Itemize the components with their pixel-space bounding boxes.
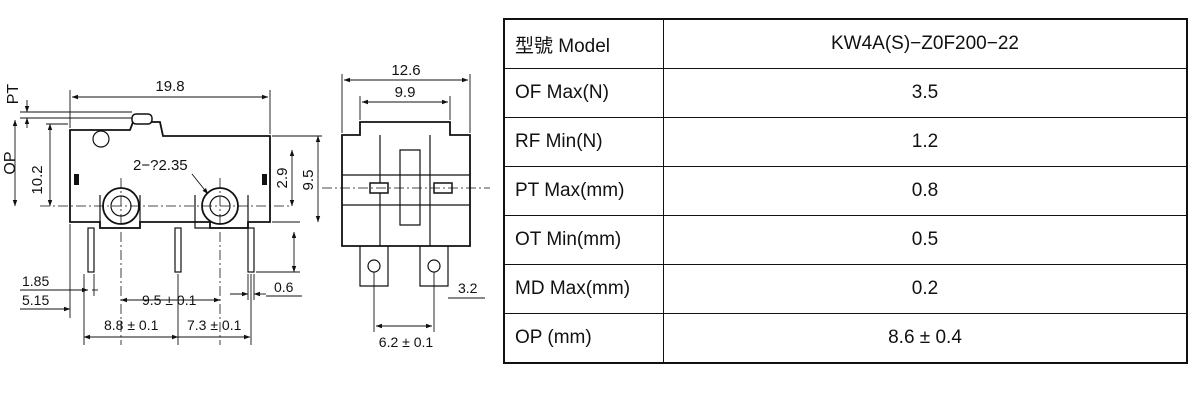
terminal-middle bbox=[174, 227, 182, 273]
row-label-op: OP (mm) bbox=[503, 313, 664, 364]
end-terminal-right-hole bbox=[427, 259, 441, 273]
label-end-width: 12.6 bbox=[391, 62, 420, 79]
label-9-5: 9.5 bbox=[300, 170, 317, 191]
table-row: 型號 Model KW4A(S)−Z0F200−22 bbox=[503, 18, 1188, 69]
label-holes: 2−?2.35 bbox=[133, 157, 188, 174]
end-body-outline bbox=[341, 121, 471, 247]
mount-block-right bbox=[194, 195, 249, 229]
row-label-md-max: MD Max(mm) bbox=[503, 264, 664, 314]
top-hole bbox=[92, 130, 110, 148]
label-0-6: 0.6 bbox=[274, 279, 294, 295]
row-label-of-max: OF Max(N) bbox=[503, 68, 664, 118]
label-end-inner: 9.9 bbox=[395, 84, 416, 101]
row-value-of-max: 3.5 bbox=[663, 68, 1188, 118]
row-value-pt-max: 0.8 bbox=[663, 166, 1188, 216]
table-row: RF Min(N) 1.2 bbox=[503, 117, 1188, 167]
actuator-button bbox=[131, 113, 153, 125]
end-terminal-left-hole bbox=[367, 259, 381, 273]
spec-table: 型號 Model KW4A(S)−Z0F200−22 OF Max(N) 3.5… bbox=[503, 18, 1188, 364]
label-3-2: 3.2 bbox=[458, 280, 478, 296]
mount-block-left bbox=[99, 195, 141, 229]
row-value-model: KW4A(S)−Z0F200−22 bbox=[663, 18, 1188, 69]
table-row: MD Max(mm) 0.2 bbox=[503, 264, 1188, 314]
table-row: OP (mm) 8.6 ± 0.4 bbox=[503, 313, 1188, 364]
table-row: OT Min(mm) 0.5 bbox=[503, 215, 1188, 265]
side-tab-left bbox=[74, 174, 79, 185]
label-pt: PT bbox=[5, 84, 22, 105]
side-tab-right bbox=[262, 174, 267, 185]
row-label-pt-max: PT Max(mm) bbox=[503, 166, 664, 216]
row-value-ot-min: 0.5 bbox=[663, 215, 1188, 265]
row-label-ot-min: OT Min(mm) bbox=[503, 215, 664, 265]
table-row: OF Max(N) 3.5 bbox=[503, 68, 1188, 118]
terminal-left bbox=[87, 227, 95, 273]
row-label-model: 型號 Model bbox=[503, 18, 664, 69]
end-view: 12.6 9.9 3.2 6.2 ± 0.1 bbox=[322, 62, 490, 350]
label-end-pitch: 6.2 ± 0.1 bbox=[379, 334, 434, 350]
label-7-3: 7.3 ± 0.1 bbox=[187, 317, 242, 333]
technical-drawing: 19.8 PT OP 10.2 2−?2.35 2.9 9.5 1.85 5.1… bbox=[2, 62, 490, 350]
label-pitch: 9.5 ± 0.1 bbox=[142, 292, 197, 308]
label-height: 10.2 bbox=[29, 165, 46, 194]
label-width: 19.8 bbox=[155, 78, 184, 95]
side-view: 19.8 PT OP 10.2 2−?2.35 2.9 9.5 1.85 5.1… bbox=[2, 78, 322, 345]
row-value-md-max: 0.2 bbox=[663, 264, 1188, 314]
row-value-op: 8.6 ± 0.4 bbox=[663, 313, 1188, 364]
table-row: PT Max(mm) 0.8 bbox=[503, 166, 1188, 216]
label-2-9: 2.9 bbox=[274, 168, 291, 189]
label-5-15: 5.15 bbox=[22, 292, 49, 308]
row-value-rf-min: 1.2 bbox=[663, 117, 1188, 167]
label-1-85: 1.85 bbox=[22, 273, 49, 289]
row-label-rf-min: RF Min(N) bbox=[503, 117, 664, 167]
label-op: OP bbox=[2, 151, 19, 174]
label-8-8: 8.8 ± 0.1 bbox=[104, 317, 159, 333]
terminal-right bbox=[247, 227, 255, 273]
